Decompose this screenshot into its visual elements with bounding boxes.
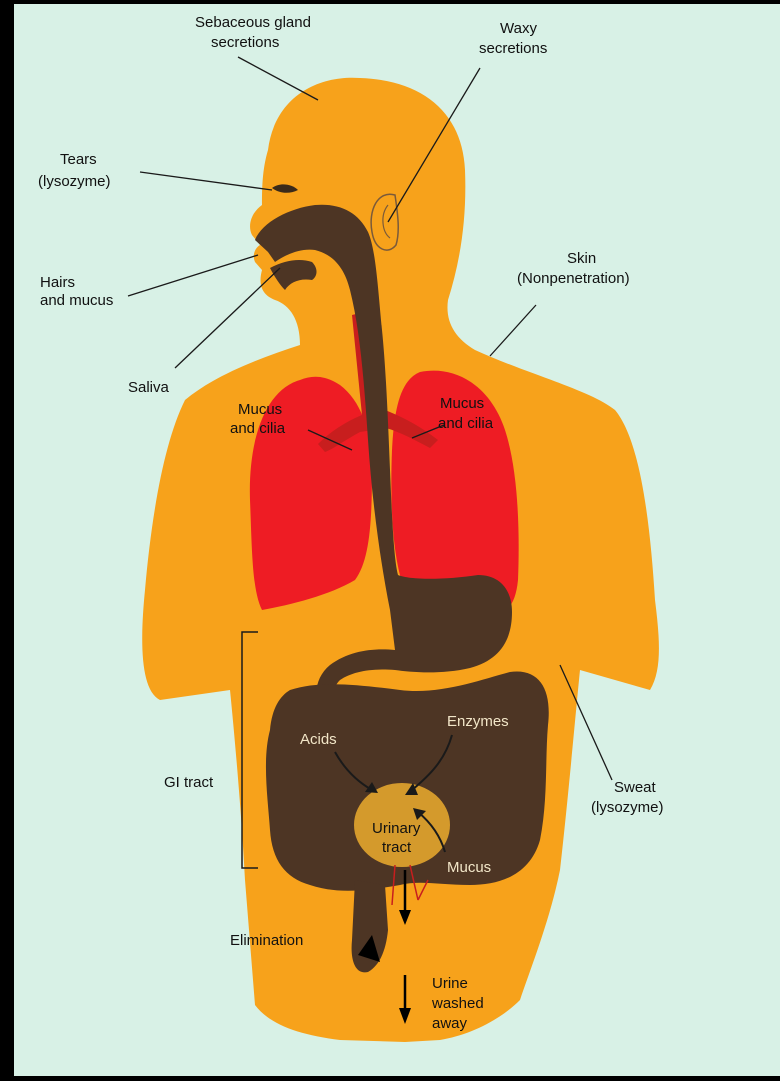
label-sebaceous-line1: Sebaceous gland: [195, 14, 311, 31]
label-mucus-left-line2: and cilia: [230, 420, 286, 437]
label-waxy-line1: Waxy: [500, 20, 537, 37]
label-saliva: Saliva: [128, 379, 170, 396]
label-tears-line1: Tears: [60, 151, 97, 168]
label-hairs-line2: and mucus: [40, 292, 113, 309]
label-enzymes: Enzymes: [447, 713, 509, 730]
label-mucus-left-line1: Mucus: [238, 401, 282, 418]
label-sweat-line2: (lysozyme): [591, 799, 664, 816]
label-gi-tract: GI tract: [164, 774, 214, 791]
label-sebaceous-line2: secretions: [211, 34, 279, 51]
label-hairs-line1: Hairs: [40, 274, 75, 291]
label-acids: Acids: [300, 731, 337, 748]
label-urinary-line2: tract: [382, 839, 412, 856]
label-urine-line3: away: [432, 1015, 468, 1032]
label-mucus-right-line1: Mucus: [440, 395, 484, 412]
label-mucus-right-line2: and cilia: [438, 415, 494, 432]
label-waxy-line2: secretions: [479, 40, 547, 57]
label-elimination: Elimination: [230, 932, 303, 949]
label-tears-line2: (lysozyme): [38, 173, 111, 190]
label-urinary-line1: Urinary: [372, 820, 421, 837]
label-mucus-gut: Mucus: [447, 859, 491, 876]
label-urine-line2: washed: [431, 995, 484, 1012]
label-urine-line1: Urine: [432, 975, 468, 992]
label-skin-line2: (Nonpenetration): [517, 270, 630, 287]
label-skin-line1: Skin: [567, 250, 596, 267]
label-sweat-line1: Sweat: [614, 779, 657, 796]
